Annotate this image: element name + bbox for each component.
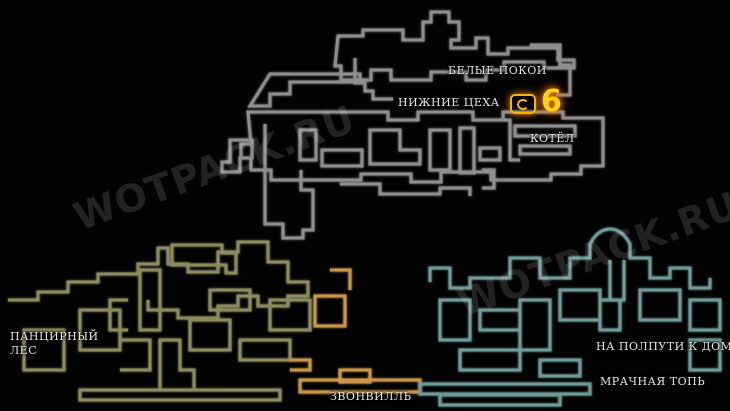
- area-label-halfway-home: НА ПОЛПУТИ К ДОМУ: [596, 340, 730, 353]
- marker-number: 6: [541, 84, 562, 119]
- area-label-zvonvill: ЗВОНВИЛЛЬ: [330, 390, 412, 403]
- upper-map-region: [220, 10, 605, 240]
- area-label-white-palace: БЕЛЫЕ ПОКОИ: [448, 64, 547, 77]
- forest-map-region: [8, 240, 312, 402]
- area-label-kotel: КОТЁЛ: [530, 132, 575, 145]
- spiral-icon-inner: [517, 99, 529, 110]
- area-label-lower-workshops: НИЖНИЕ ЦЕХА: [398, 96, 500, 109]
- spiral-bench-icon[interactable]: [510, 94, 536, 114]
- area-label-shell-forest: ПАНЦИРНЫЙ ЛЕС: [10, 330, 99, 357]
- area-label-gloom-swamp: МРАЧНАЯ ТОПЬ: [600, 375, 706, 388]
- swamp-map-region: [418, 227, 722, 407]
